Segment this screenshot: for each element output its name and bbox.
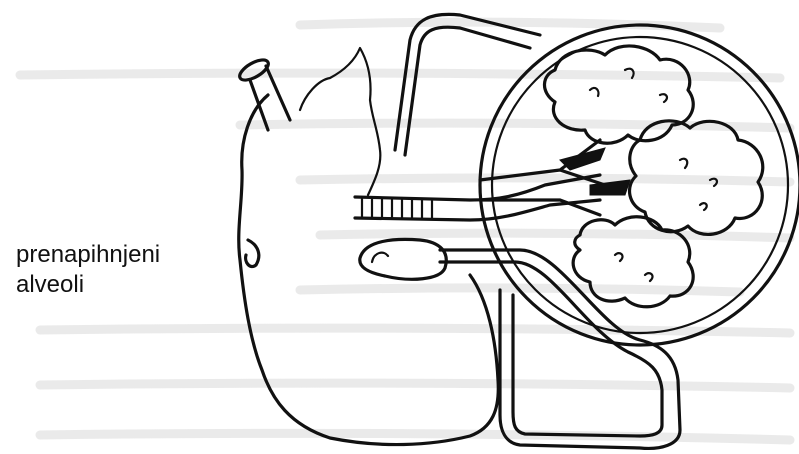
alveoli-notch xyxy=(246,240,259,267)
annotation-label: prenapihnjeni alveoli xyxy=(16,240,160,300)
bronchiole-fill xyxy=(560,148,630,195)
annotation-line-1: prenapihnjeni xyxy=(16,240,160,270)
vessel-lower-right xyxy=(440,250,680,448)
bronchus-rings xyxy=(362,198,432,219)
annotation-line-2: alveoli xyxy=(16,270,160,300)
